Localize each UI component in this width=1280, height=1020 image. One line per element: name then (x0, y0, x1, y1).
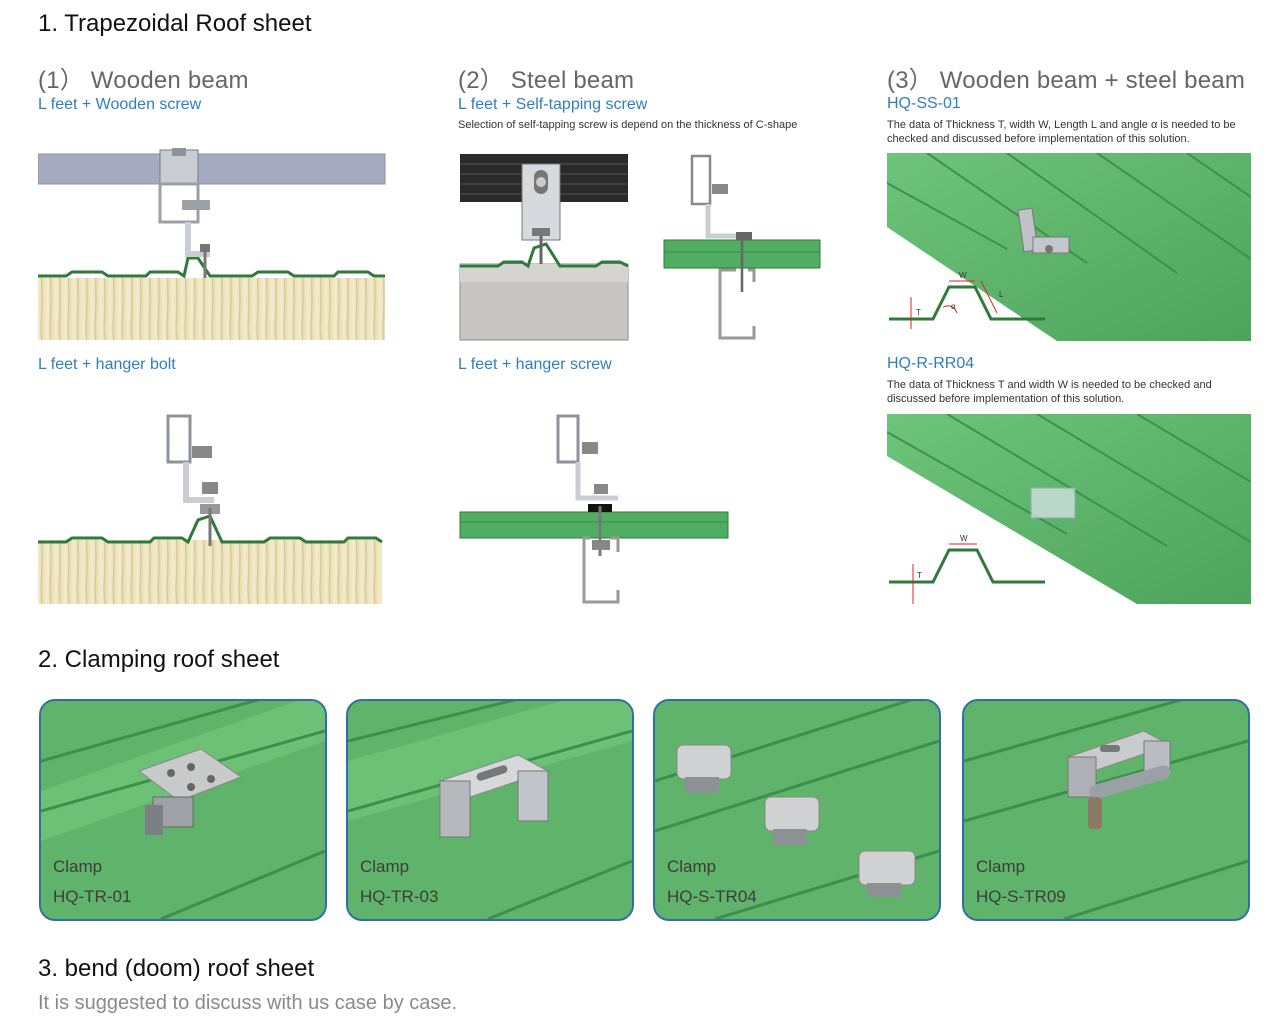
clamp-illustration (348, 701, 632, 919)
illustration-wooden-screw (38, 148, 386, 340)
illustration-hanger-screw (458, 410, 730, 606)
clamp-illustration (41, 701, 325, 919)
note-hq-ss-01: The data of Thickness T, width W, Length… (887, 119, 1236, 145)
label-l-feet-hanger-screw: L feet + hanger screw (458, 356, 612, 373)
column-heading-wood-steel-beam: (3） Wooden beam + steel beam (887, 67, 1246, 94)
clamp-card-hq-tr-03: Clamp HQ-TR-03 (346, 699, 634, 921)
clamp-model-label: HQ-S-TR04 (667, 887, 757, 906)
dim-w-rr04: W (960, 534, 968, 543)
illustration-hq-ss-01: T W L α (887, 153, 1251, 341)
dim-w: W (959, 271, 967, 280)
clamp-model-label: HQ-S-TR09 (976, 887, 1066, 906)
clamp-illustration (964, 701, 1248, 919)
dim-t: T (916, 308, 921, 317)
section-1-title: 1. Trapezoidal Roof sheet (38, 10, 312, 37)
label-hq-r-rr04: HQ-R-RR04 (887, 355, 975, 372)
clamp-model-label: HQ-TR-01 (53, 887, 132, 906)
clamp-card-hq-s-tr09: Clamp HQ-S-TR09 (962, 699, 1250, 921)
clamp-model-label: HQ-TR-03 (360, 887, 439, 906)
label-l-feet-hanger-bolt: L feet + hanger bolt (38, 356, 176, 373)
dim-alpha: α (951, 302, 956, 311)
clamp-type-label: Clamp (667, 857, 717, 876)
clamp-type-label: Clamp (976, 857, 1026, 876)
illustration-self-tapping-screw (458, 150, 822, 344)
label-l-feet-wooden-screw: L feet + Wooden screw (38, 96, 202, 113)
illustration-hq-r-rr04: T W (887, 414, 1251, 604)
column-heading-wooden-beam: (1） Wooden beam (38, 67, 249, 94)
section-2-title: 2. Clamping roof sheet (38, 646, 280, 673)
column-heading-steel-beam: (2） Steel beam (458, 67, 635, 94)
section-3-text: It is suggested to discuss with us case … (38, 992, 458, 1014)
clamp-type-label: Clamp (53, 857, 103, 876)
note-hq-r-rr04: The data of Thickness T and width W is n… (887, 379, 1212, 405)
label-hq-ss-01: HQ-SS-01 (887, 95, 961, 112)
dim-l: L (999, 290, 1004, 299)
clamp-card-hq-tr-01: Clamp HQ-TR-01 (39, 699, 327, 921)
clamp-illustration (655, 701, 939, 919)
dim-t-rr04: T (917, 571, 922, 580)
clamp-type-label: Clamp (360, 857, 410, 876)
illustration-hanger-bolt (38, 408, 386, 604)
note-self-tapping-screw: Selection of self-tapping screw is depen… (458, 119, 798, 131)
label-l-feet-self-tapping-screw: L feet + Self-tapping screw (458, 96, 648, 113)
section-3-title: 3. bend (doom) roof sheet (38, 955, 315, 982)
clamp-card-hq-s-tr04: Clamp HQ-S-TR04 (653, 699, 941, 921)
